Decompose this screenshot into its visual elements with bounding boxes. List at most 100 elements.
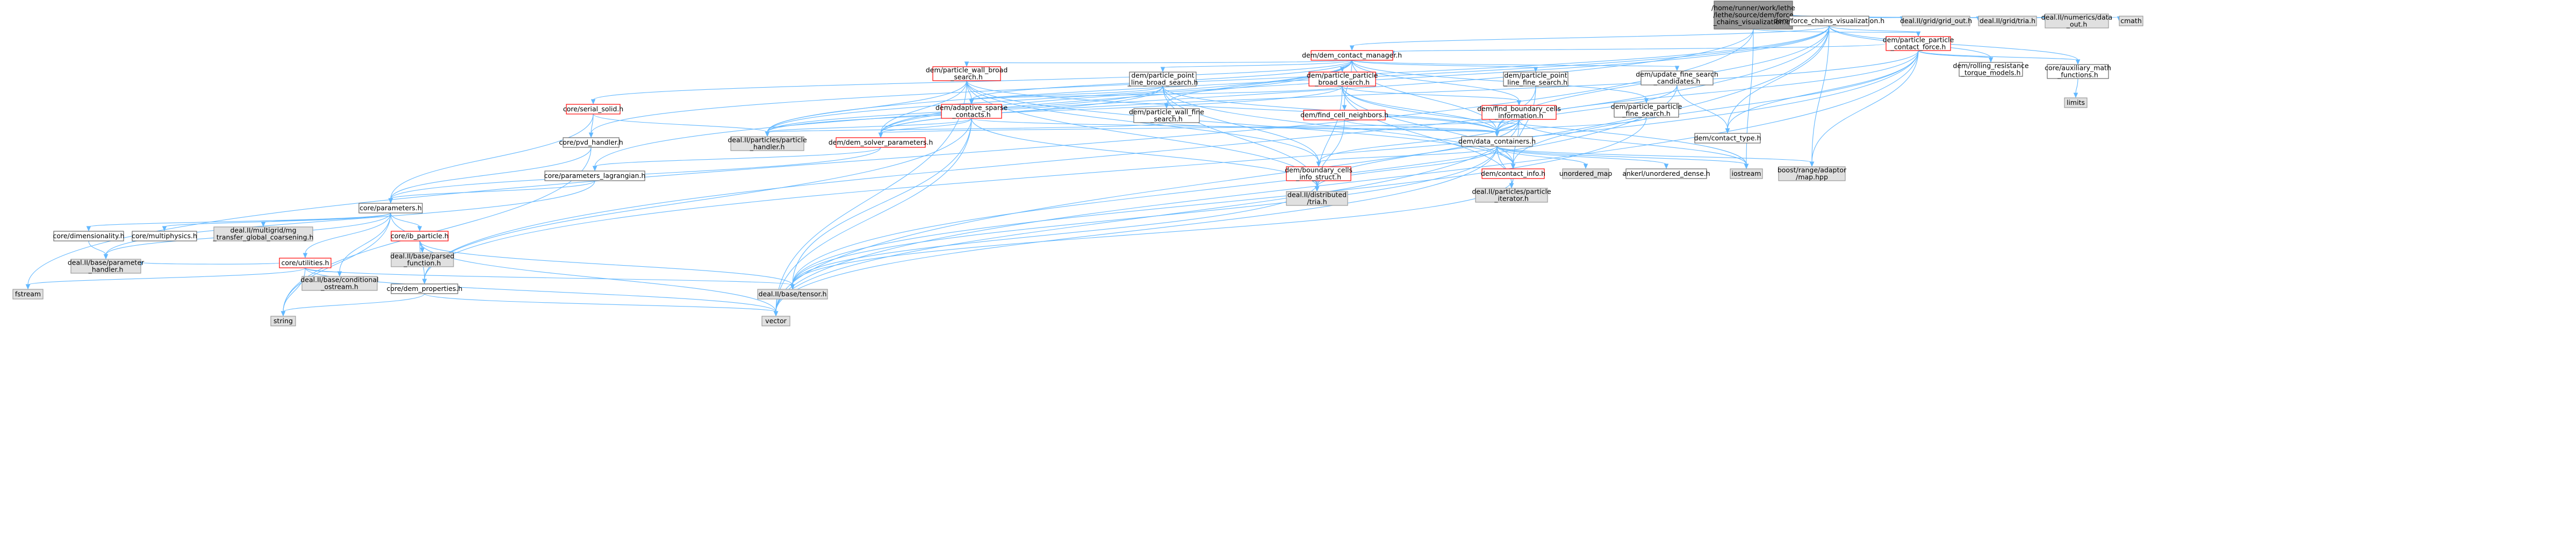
node-ib-particle[interactable]: core/ib_particle.h [391,231,449,241]
node-pplbs[interactable]: dem/particle_point_line_broad_search.h [1127,72,1198,87]
node-box-ppbs[interactable] [1308,72,1376,87]
node-box-utilities[interactable] [279,258,332,268]
include-arrowhead-utilities-to-fstream [25,284,31,290]
node-box-serial-solid[interactable] [566,104,621,115]
node-box-dem-properties[interactable] [391,283,458,294]
include-edge-data_containers-to-contact_info [1496,146,1514,165]
node-box-fcv[interactable] [1789,16,1869,26]
include-arrowhead-utilities-to-tensor [790,284,795,290]
node-ppcf[interactable]: dem/particle_particle_contact_force.h [1883,36,1954,51]
node-box-param-lag[interactable] [544,170,645,181]
include-edge-dsp-to-param_lag [594,147,881,167]
node-ufsc[interactable]: dem/update_fine_search_candidates.h [1636,70,1718,86]
node-dimensionality[interactable]: core/dimensionality.h [53,231,125,241]
node-box-ankerl[interactable] [1625,168,1707,179]
node-ppbs[interactable]: dem/particle_particle_broad_search.h [1307,72,1378,87]
node-box-aux-math[interactable] [2047,64,2109,79]
node-box-vector [761,316,790,326]
node-param-lag[interactable]: core/parameters_lagrangian.h [544,170,646,181]
node-label-tensor: deal.II/base/tensor.h [759,290,827,298]
node-contact-info[interactable]: dem/contact_info.h [1481,168,1545,179]
node-rolling[interactable]: dem/rolling_resistance_torque_models.h [1953,62,2029,77]
node-asc[interactable]: dem/adaptive_sparse_contacts.h [936,104,1008,119]
include-edge-ppcf-to-dem_properties [424,50,1919,280]
node-ppfs[interactable]: dem/particle_particle_fine_search.h [1611,103,1682,118]
node-multiphysics[interactable]: core/multiphysics.h [132,231,197,241]
node-box-pwfs[interactable] [1133,108,1200,123]
node-box-boost-map [1778,166,1846,181]
node-pwbs[interactable]: dem/particle_wall_broad_search.h [926,66,1008,81]
node-fcv[interactable]: dem/force_chains_visualization.h [1774,16,1884,26]
node-box-dsp[interactable] [836,137,926,148]
include-edge-fcn-to-data_containers [1344,119,1498,133]
node-box-ib-particle[interactable] [391,231,449,241]
node-parsed-function: deal.II/base/parsed_function.h [390,252,455,267]
include-edge-dcm-to-pplbs [1162,60,1352,68]
node-dsp[interactable]: dem/dem_solver_parameters.h [829,137,933,148]
node-conditional: deal.II/base/conditional_ostream.h [300,276,379,291]
node-ankerl[interactable]: ankerl/unordered_dense.h [1622,168,1710,179]
node-box-ufsc[interactable] [1640,70,1714,86]
node-contact-type[interactable]: dem/contact_type.h [1694,133,1761,144]
node-box-pvd[interactable] [563,137,620,148]
node-cmath: cmath [2119,16,2143,26]
node-label-string: string [274,317,293,325]
node-dem-properties[interactable]: core/dem_properties.h [386,283,463,294]
node-box-pplbs[interactable] [1129,72,1197,87]
node-box-bcis[interactable] [1286,166,1351,181]
node-dcm[interactable]: dem/dem_contact_manager.h [1302,50,1402,61]
node-label-data-containers: dem/data_containers.h [1458,137,1536,145]
node-serial-solid[interactable]: core/serial_solid.h [563,104,623,115]
node-pplfs[interactable]: dem/particle_point_line_fine_search.h [1503,72,1568,87]
include-arrowhead-ufsc-to-contact_type [1725,128,1730,134]
include-edge-fcv-to-boost_map [1811,25,1830,163]
node-box-contact-info[interactable] [1481,168,1545,179]
node-box-fbci[interactable] [1481,105,1557,120]
node-box-ppcf[interactable] [1886,36,1951,51]
node-box-dcm[interactable] [1311,50,1393,61]
include-arrowhead-ppfs-to-data_containers [1494,131,1500,137]
node-box-ppfs[interactable] [1614,103,1679,118]
node-box-parameters[interactable] [358,203,423,213]
node-label-fstream: fstream [15,290,41,298]
include-edge-parameters-to-ib_particle [390,212,420,227]
node-box-data-containers[interactable] [1461,136,1533,147]
node-label-pwfs: dem/particle_wall_fine [1129,108,1204,116]
node-box-rolling[interactable] [1959,62,2023,77]
node-box-pwbs[interactable] [932,66,1001,81]
node-box-pplfs[interactable] [1503,72,1568,87]
node-utilities[interactable]: core/utilities.h [279,258,332,268]
node-label-ppcf: dem/particle_particle [1883,36,1954,44]
node-bcis[interactable]: dem/boundary_cells_info_struct.h [1285,166,1352,181]
node-label-particle-handler: _handler.h [750,143,785,151]
node-box-contact-type[interactable] [1694,133,1761,144]
include-edge-asc-to-tensor [792,118,972,286]
node-parameters[interactable]: core/parameters.h [358,203,423,213]
include-edge-ppbs-to-particle_iter [1342,86,1512,184]
node-label-serial-solid: core/serial_solid.h [563,105,623,113]
node-fcn[interactable]: dem/find_cell_neighbors.h [1300,110,1388,120]
include-edge-data_containers-to-tensor [792,146,1498,286]
node-box-multiphysics[interactable] [132,231,197,241]
node-pwfs[interactable]: dem/particle_wall_fine_search.h [1129,108,1204,123]
node-pvd[interactable]: core/pvd_handler.h [559,137,623,148]
node-box-fcn[interactable] [1303,110,1386,120]
include-arrowhead-aux_math-to-limits [2073,92,2078,98]
node-mg-transfer: deal.II/multigrid/mg_transfer_global_coa… [213,226,313,241]
include-arrowhead-dcm-to-serial_solid [591,99,596,105]
include-arrowhead-data_containers-to-unordered_map [1583,163,1588,169]
include-edge-pwfs-to-particle_handler [767,122,1167,133]
node-label-param-handler: _handler.h [88,266,124,274]
node-label-pplbs: _line_broad_search.h [1127,79,1198,87]
node-grid-out: deal.II/grid/grid_out.h [1900,16,1972,26]
node-aux-math[interactable]: core/auxiliary_math_functions.h [2045,64,2111,79]
node-boost-map: boost/range/adaptor/map.hpp [1778,166,1847,181]
node-box-dimensionality[interactable] [53,231,124,241]
node-fbci[interactable]: dem/find_boundary_cells_information.h [1477,105,1561,120]
node-box-asc[interactable] [941,104,1002,119]
include-arrowhead-dcm-to-pplbs [1160,67,1165,73]
include-arrowhead-parameters-to-mg_transfer [261,222,266,227]
node-data-containers[interactable]: dem/data_containers.h [1458,136,1536,147]
node-label-ufsc: dem/update_fine_search [1636,70,1718,79]
node-label-asc: dem/adaptive_sparse [936,104,1008,112]
